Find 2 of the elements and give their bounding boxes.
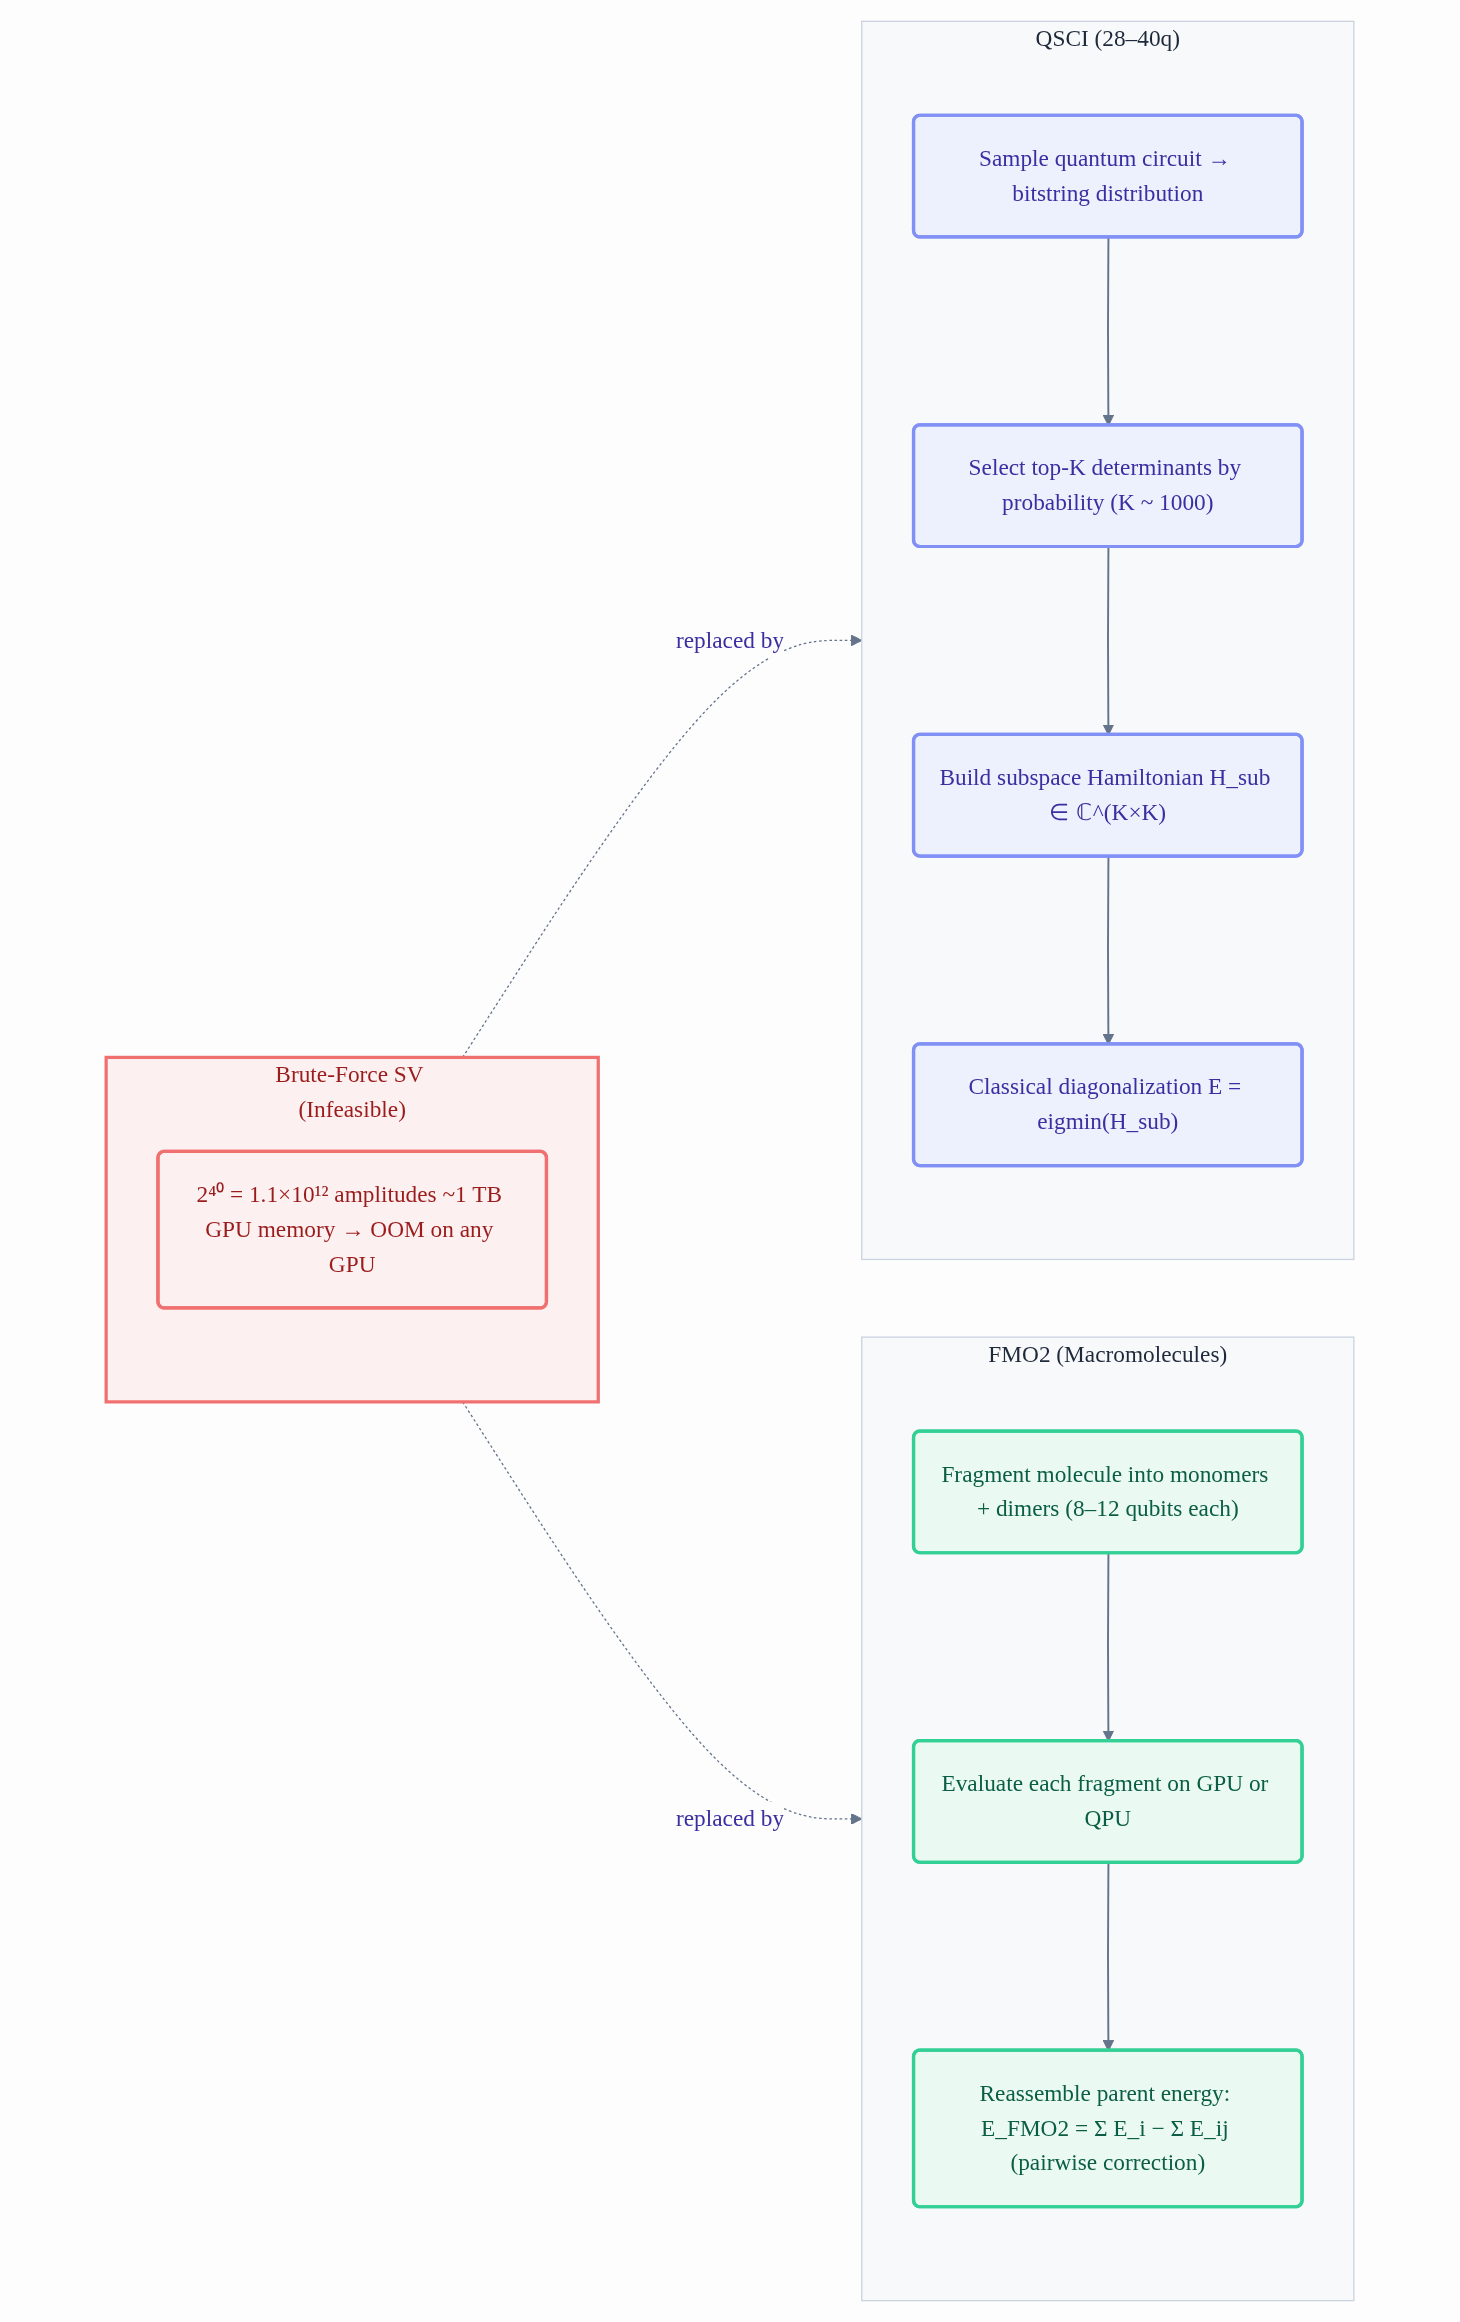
edge-label: replaced by: [675, 1805, 785, 1832]
edge-label: replaced by: [675, 626, 785, 653]
